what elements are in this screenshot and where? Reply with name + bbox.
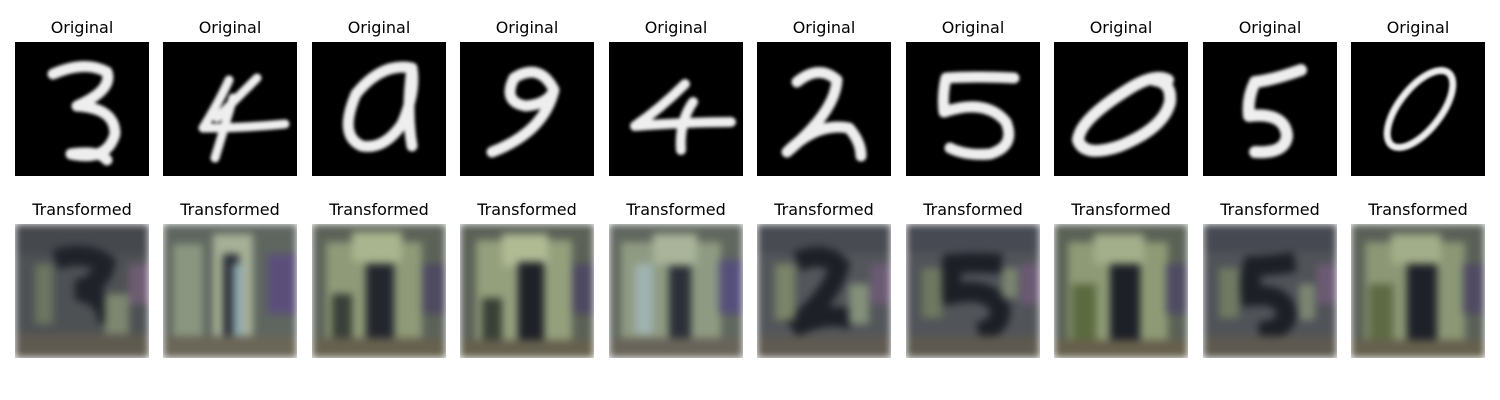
panel-title: Transformed: [1368, 200, 1468, 219]
panel-title: Original: [792, 18, 856, 37]
panel-title: Transformed: [180, 200, 280, 219]
original-digit-image: [15, 42, 149, 176]
transformed-image: [757, 224, 891, 358]
transformed-image: [1054, 224, 1188, 358]
panel-title: Transformed: [923, 200, 1023, 219]
transformed-panel-5: Transformed: [609, 199, 743, 359]
panel-title: Original: [941, 18, 1005, 37]
original-panel-10: Original: [1351, 17, 1485, 177]
original-digit-image: [757, 42, 891, 176]
original-panel-3: Original: [312, 17, 446, 177]
original-panel-4: Original: [460, 17, 594, 177]
panel-title: Transformed: [1220, 200, 1320, 219]
panel-title: Transformed: [477, 200, 577, 219]
transformed-panel-9: Transformed: [1203, 199, 1337, 359]
panel-title: Original: [495, 18, 559, 37]
panel-title: Original: [50, 18, 114, 37]
panel-title: Original: [644, 18, 708, 37]
original-panel-8: Original: [1054, 17, 1188, 177]
panel-title: Transformed: [774, 200, 874, 219]
transformed-image: [1203, 224, 1337, 358]
original-panel-1: Original: [15, 17, 149, 177]
panel-title: Original: [1386, 18, 1450, 37]
transformed-panel-3: Transformed: [312, 199, 446, 359]
transformed-panel-6: Transformed: [757, 199, 891, 359]
transformed-image: [163, 224, 297, 358]
original-digit-image: [163, 42, 297, 176]
original-panel-7: Original: [906, 17, 1040, 177]
transformed-image: [1351, 224, 1485, 358]
panel-title: Transformed: [1071, 200, 1171, 219]
transformed-image: [312, 224, 446, 358]
original-digit-image: [609, 42, 743, 176]
transformed-panel-10: Transformed: [1351, 199, 1485, 359]
transformed-panel-1: Transformed: [15, 199, 149, 359]
original-panel-2: Original: [163, 17, 297, 177]
transformed-image: [460, 224, 594, 358]
original-panel-9: Original: [1203, 17, 1337, 177]
transformed-panel-7: Transformed: [906, 199, 1040, 359]
original-panel-6: Original: [757, 17, 891, 177]
transformed-image: [609, 224, 743, 358]
original-digit-image: [312, 42, 446, 176]
original-digit-image: [906, 42, 1040, 176]
transformed-panel-2: Transformed: [163, 199, 297, 359]
original-panel-5: Original: [609, 17, 743, 177]
transformed-panel-8: Transformed: [1054, 199, 1188, 359]
panel-title: Original: [347, 18, 411, 37]
panel-title: Transformed: [32, 200, 132, 219]
transformed-image: [906, 224, 1040, 358]
original-digit-image: [1054, 42, 1188, 176]
panel-title: Transformed: [329, 200, 429, 219]
panel-title: Transformed: [626, 200, 726, 219]
original-digit-image: [1203, 42, 1337, 176]
transformed-image: [15, 224, 149, 358]
panel-title: Original: [198, 18, 262, 37]
original-digit-image: [460, 42, 594, 176]
panel-title: Original: [1089, 18, 1153, 37]
transformed-row: Transformed Transformed: [15, 199, 1489, 359]
panel-title: Original: [1238, 18, 1302, 37]
original-row: Original Original Original Original: [15, 17, 1489, 177]
transformed-panel-4: Transformed: [460, 199, 594, 359]
original-digit-image: [1351, 42, 1485, 176]
